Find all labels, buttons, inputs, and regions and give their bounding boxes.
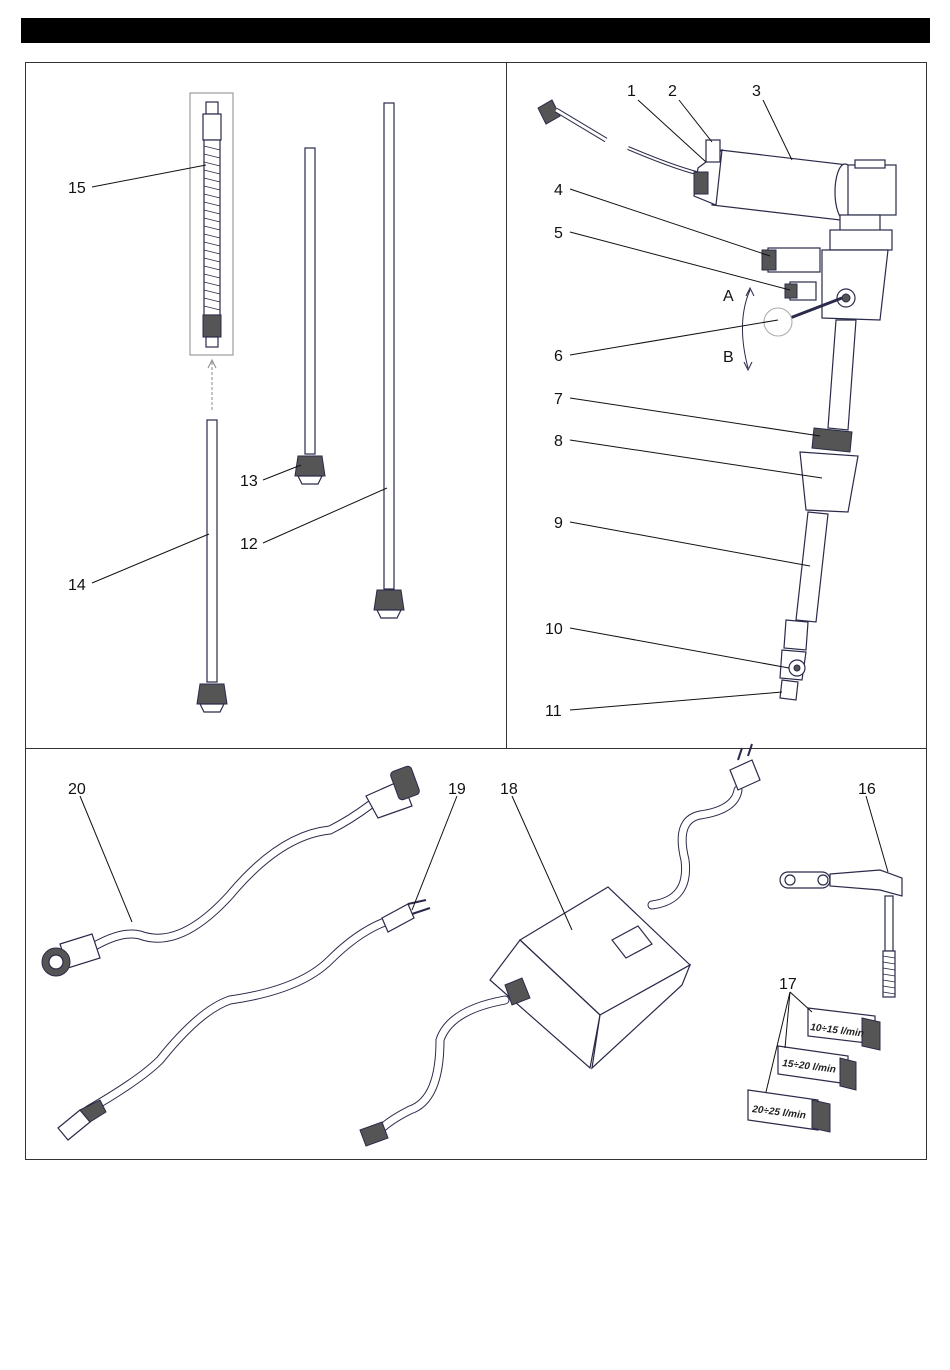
callout-5: 5: [554, 225, 563, 242]
part-12-rod: [374, 103, 404, 618]
callout-17: 17: [779, 976, 797, 993]
callout-10: 10: [545, 621, 563, 638]
callout-1: 1: [627, 83, 636, 100]
callout-2: 2: [668, 83, 677, 100]
callout-13: 13: [240, 473, 258, 490]
callout-7: 7: [554, 391, 563, 408]
callout-9: 9: [554, 515, 563, 532]
callout-8: 8: [554, 433, 563, 450]
part-13-rod: [295, 148, 325, 484]
callout-6: 6: [554, 348, 563, 365]
flow-block-2: 15÷20 l/min: [778, 1046, 856, 1090]
flow-block-3: 20÷25 l/min: [748, 1090, 830, 1132]
rotation-a-label: A: [723, 288, 734, 305]
callout-12: 12: [240, 536, 258, 553]
part-3-motor: [694, 140, 896, 220]
part-15-flexible-rod: [190, 93, 233, 355]
callout-18: 18: [500, 781, 518, 798]
callout-3: 3: [752, 83, 761, 100]
callout-16: 16: [858, 781, 876, 798]
flow-block-1: 10÷15 l/min: [808, 1008, 880, 1050]
callout-19: 19: [448, 781, 466, 798]
part-20-hose: [42, 765, 420, 976]
callout-11: 11: [545, 703, 562, 720]
part-14-rod: [197, 420, 227, 712]
callout-4: 4: [554, 182, 563, 199]
callout-14: 14: [68, 577, 86, 594]
cable-connector-end: [538, 100, 606, 140]
part-16-bracket: [780, 870, 902, 997]
callout-15: 15: [68, 180, 86, 197]
callout-20: 20: [68, 781, 86, 798]
rotation-b-label: B: [723, 349, 734, 366]
part-17-flow-blocks: 10÷15 l/min 15÷20 l/min 20÷25 l/min: [748, 1008, 880, 1132]
shaft-assembly: [780, 320, 858, 700]
part-18-control-box: [360, 744, 760, 1146]
